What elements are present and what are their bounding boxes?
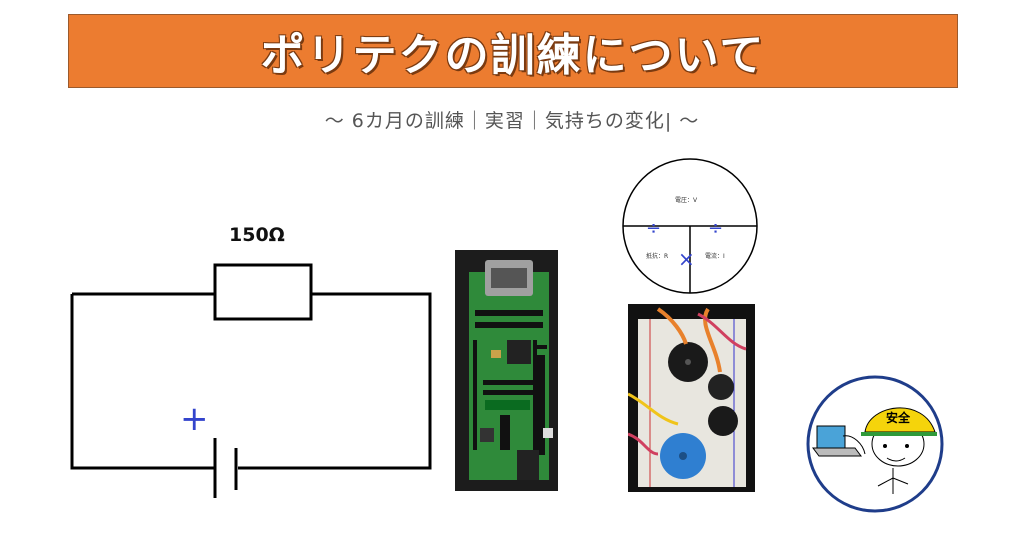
- resistance-label-diagram: 抵抗：R: [646, 252, 668, 260]
- page-title: ポリテクの訓練について: [260, 30, 766, 81]
- plus-sign: +: [180, 399, 209, 439]
- resistor: [213, 263, 313, 321]
- pcb-illustration: [469, 260, 553, 480]
- helmet-text: 安全: [886, 410, 911, 425]
- subtitle: ～ 6カ月の訓練｜実習｜気持ちの変化| ～: [324, 110, 700, 132]
- current-label: 電流：I: [705, 252, 725, 260]
- divide-sign-right: ÷: [708, 218, 723, 239]
- title-banner: ポリテクの訓練について: [68, 14, 958, 88]
- ohms-law-diagram: 電圧：V ÷ ÷ × 抵抗：R 電流：I: [622, 158, 758, 294]
- pcb-board-photo: [455, 250, 558, 491]
- safety-helmet-mascot: 安全: [806, 375, 944, 513]
- breadboard-photo: [628, 304, 755, 492]
- divide-sign-left: ÷: [646, 218, 661, 239]
- multiply-sign: ×: [678, 247, 695, 271]
- resistance-label: 150Ω: [229, 224, 285, 246]
- breadboard-illustration: [628, 307, 747, 487]
- circuit-wire-top-right: [238, 292, 432, 470]
- circuit-diagram: +: [70, 263, 432, 498]
- circuit-wire-left: [70, 294, 215, 470]
- voltage-label: 電圧：V: [675, 197, 698, 204]
